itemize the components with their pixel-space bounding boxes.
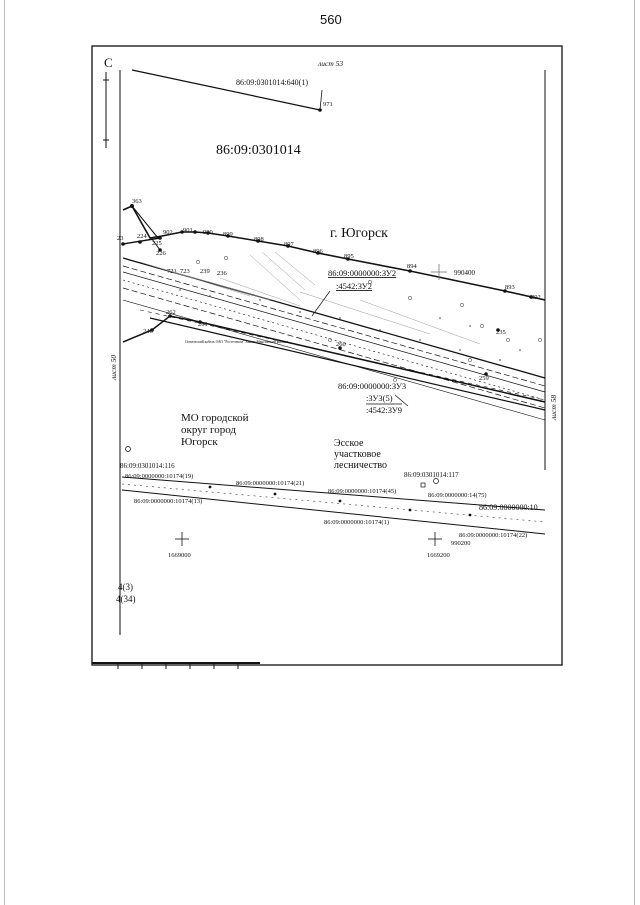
svg-text:363: 363 bbox=[132, 198, 142, 205]
svg-text:898: 898 bbox=[254, 236, 264, 243]
svg-text:262: 262 bbox=[166, 309, 176, 316]
mo-label-3: Югорск bbox=[181, 436, 218, 448]
svg-text:896: 896 bbox=[313, 248, 324, 255]
coord-cross-1669000 bbox=[175, 532, 189, 546]
page-number: 560 bbox=[320, 12, 342, 27]
svg-text:723: 723 bbox=[180, 268, 190, 275]
svg-text:23: 23 bbox=[117, 235, 124, 242]
parcel-116-label: 86:09:0301014:116 bbox=[120, 462, 175, 470]
svg-text:901: 901 bbox=[183, 227, 193, 234]
svg-text:260: 260 bbox=[336, 341, 346, 348]
point-labels-south: 262 261 246 260 235 259 bbox=[143, 309, 506, 382]
svg-text:86:09:0000000:10174(21): 86:09:0000000:10174(21) bbox=[236, 480, 304, 487]
svg-text:894: 894 bbox=[407, 263, 418, 270]
svg-text:226: 226 bbox=[156, 250, 167, 257]
parcel-boundary-north bbox=[122, 204, 546, 301]
zu9-label: :4542:ЗУ9 bbox=[366, 405, 402, 415]
coord-cross-1669200 bbox=[428, 532, 442, 546]
svg-text:224: 224 bbox=[137, 233, 148, 240]
svg-text:86:09:0000000:10174(1): 86:09:0000000:10174(1) bbox=[324, 519, 389, 526]
svg-text:892: 892 bbox=[531, 294, 541, 301]
corridor-dots bbox=[179, 289, 521, 361]
mo-label-1: МО городской bbox=[181, 412, 249, 424]
svg-text:895: 895 bbox=[344, 253, 354, 260]
svg-text:259: 259 bbox=[479, 375, 489, 382]
svg-text:236: 236 bbox=[217, 270, 228, 277]
road-lines-bottom bbox=[121, 476, 546, 535]
svg-text:893: 893 bbox=[505, 284, 515, 291]
svg-text:239: 239 bbox=[200, 268, 210, 275]
left-remnant-2: 4(34) bbox=[116, 594, 136, 604]
mo-label-2: округ город bbox=[181, 424, 236, 436]
svg-text:225: 225 bbox=[152, 240, 162, 247]
svg-text:897: 897 bbox=[284, 241, 295, 248]
svg-text:261: 261 bbox=[198, 321, 208, 328]
parcel-label-640: 86:09:0301014:640(1) bbox=[236, 78, 308, 87]
forest-label-3: лесничество bbox=[334, 460, 387, 471]
svg-text:86:09:0000000:10: 86:09:0000000:10 bbox=[479, 503, 538, 512]
sheet-ref-left: лист 50 bbox=[109, 355, 118, 381]
scan-edge-right bbox=[634, 0, 635, 905]
parcel-117-label: 86:09:0301014:117 bbox=[404, 471, 459, 479]
svg-text:86:09:0000000:14(75): 86:09:0000000:14(75) bbox=[428, 492, 487, 499]
map-frame bbox=[91, 45, 563, 666]
svg-text:900: 900 bbox=[203, 229, 213, 236]
svg-text:899: 899 bbox=[223, 231, 233, 238]
left-remnant-1: 4(3) bbox=[118, 582, 133, 592]
svg-text:86:09:0000000:10174(22): 86:09:0000000:10174(22) bbox=[459, 532, 527, 539]
coord-1669000: 1669000 bbox=[168, 552, 191, 559]
svg-text:971: 971 bbox=[323, 101, 333, 108]
svg-text:902: 902 bbox=[163, 229, 173, 236]
svg-text:86:09:0000000:10174(19): 86:09:0000000:10174(19) bbox=[125, 473, 193, 480]
road-hatching bbox=[139, 251, 481, 345]
zu3-label: 86:09:0000000:ЗУ3 bbox=[338, 381, 406, 391]
forest-label-1: Эсское bbox=[334, 438, 364, 449]
coord-1669200: 1669200 bbox=[427, 552, 450, 559]
zu2-sublabel: :4542:ЗУ2 bbox=[336, 281, 372, 291]
scale-ticks bbox=[117, 663, 239, 669]
sheet-ref-right: лист 58 bbox=[549, 395, 558, 421]
scan-edge-left bbox=[4, 0, 5, 905]
coord-990400: 990400 bbox=[454, 269, 476, 277]
svg-text:235: 235 bbox=[496, 329, 506, 336]
zu3-sublabel: :ЗУ3(5) bbox=[366, 393, 393, 403]
road-corridor bbox=[122, 257, 546, 421]
north-label: С bbox=[104, 55, 113, 70]
road-labels: 86:09:0000000:10174(19) 86:09:0000000:10… bbox=[125, 473, 538, 539]
city-label: г. Югорск bbox=[330, 226, 388, 241]
parcel-116-marker bbox=[125, 446, 131, 452]
forest-label-2: участковое bbox=[334, 449, 381, 460]
block-label: 86:09:0301014 bbox=[216, 143, 301, 158]
coord-cross-990400 bbox=[431, 264, 447, 280]
zu2-label: 86:09:0000000:ЗУ2 bbox=[328, 268, 396, 278]
svg-text:86:09:0000000:10174(45): 86:09:0000000:10174(45) bbox=[328, 488, 396, 495]
point-971 bbox=[318, 108, 322, 112]
sheet-ref-top: лист 53 bbox=[317, 59, 343, 68]
parcel-boundary-top bbox=[131, 69, 321, 111]
cable-label: Оптический кабель ОАО "Ростелеком" Ханты… bbox=[185, 340, 288, 344]
coord-990200: 990200 bbox=[451, 540, 471, 547]
svg-text:86:09:0000000:10174(13): 86:09:0000000:10174(13) bbox=[134, 498, 202, 505]
small-circles bbox=[196, 256, 542, 382]
svg-text:246: 246 bbox=[143, 328, 154, 335]
parcel-boundary-south bbox=[122, 315, 546, 403]
